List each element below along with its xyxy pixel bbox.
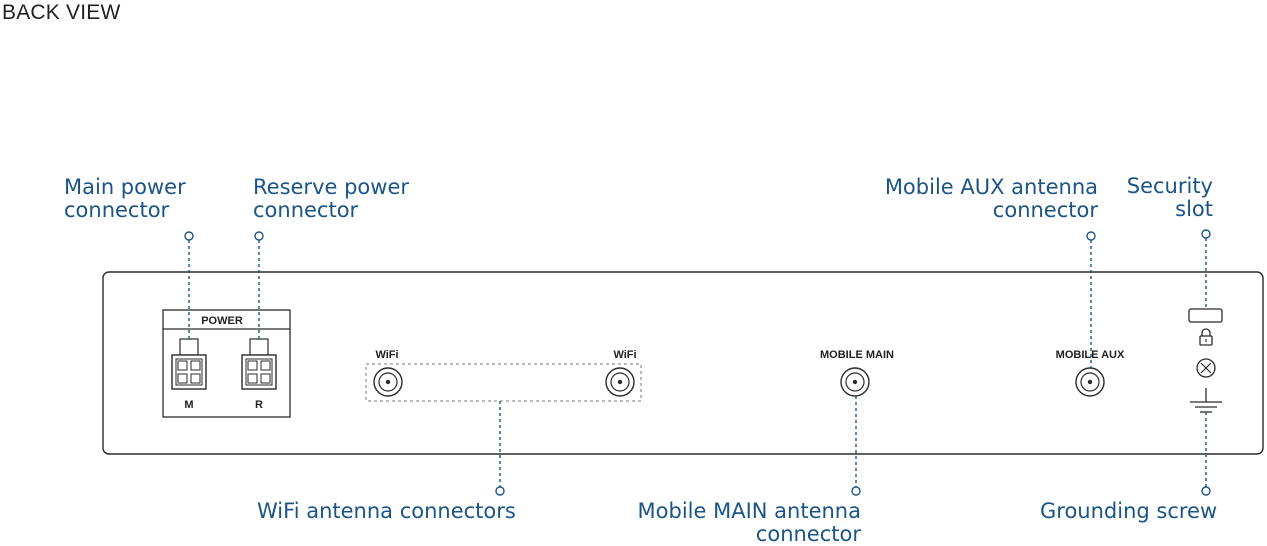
mobile-main-callout: Mobile MAIN antenna connector bbox=[637, 499, 861, 546]
leader-lines bbox=[188, 238, 1207, 487]
power-main-label: M bbox=[184, 399, 193, 411]
reserve-power-dot bbox=[254, 231, 264, 241]
security-slot-dot bbox=[1201, 229, 1211, 239]
reserve-power-callout: Reserve power connector bbox=[253, 175, 409, 222]
mobile-main-dot bbox=[851, 486, 861, 496]
page-title: BACK VIEW bbox=[2, 1, 121, 24]
security-slot bbox=[1188, 308, 1223, 323]
wifi-antenna-group: WiFi WiFi bbox=[365, 349, 642, 402]
grounding-dot bbox=[1201, 486, 1211, 496]
mobile-main-connector bbox=[840, 367, 870, 397]
wifi-dot bbox=[495, 486, 505, 496]
device-outline bbox=[102, 271, 1264, 455]
wifi-antennas-callout: WiFi antenna connectors bbox=[257, 499, 516, 523]
security-slot-callout: Security slot bbox=[1126, 174, 1213, 221]
wifi-left-label: WiFi bbox=[375, 349, 398, 361]
mobile-aux-connector bbox=[1075, 367, 1105, 397]
main-power-connector bbox=[171, 338, 207, 390]
wifi-left-connector bbox=[373, 367, 403, 397]
power-reserve-label: R bbox=[255, 399, 263, 411]
grounding-callout: Grounding screw bbox=[1040, 499, 1218, 523]
main-power-dot bbox=[184, 231, 194, 241]
power-block: POWER M R bbox=[162, 309, 291, 418]
leader-dots bbox=[184, 229, 1211, 496]
lock-icon bbox=[1199, 328, 1213, 346]
wifi-right-connector bbox=[605, 367, 635, 397]
power-label: POWER bbox=[201, 315, 243, 327]
mobile-aux-callout: Mobile AUX antenna connector bbox=[884, 175, 1098, 222]
mobile-aux-dot bbox=[1086, 231, 1096, 241]
wifi-right-label: WiFi bbox=[613, 349, 636, 361]
grounding-screw-icon bbox=[1196, 358, 1216, 378]
reserve-power-connector bbox=[241, 338, 277, 390]
main-power-callout: Main power connector bbox=[64, 175, 186, 222]
mobile-main-label: MOBILE MAIN bbox=[820, 349, 894, 361]
